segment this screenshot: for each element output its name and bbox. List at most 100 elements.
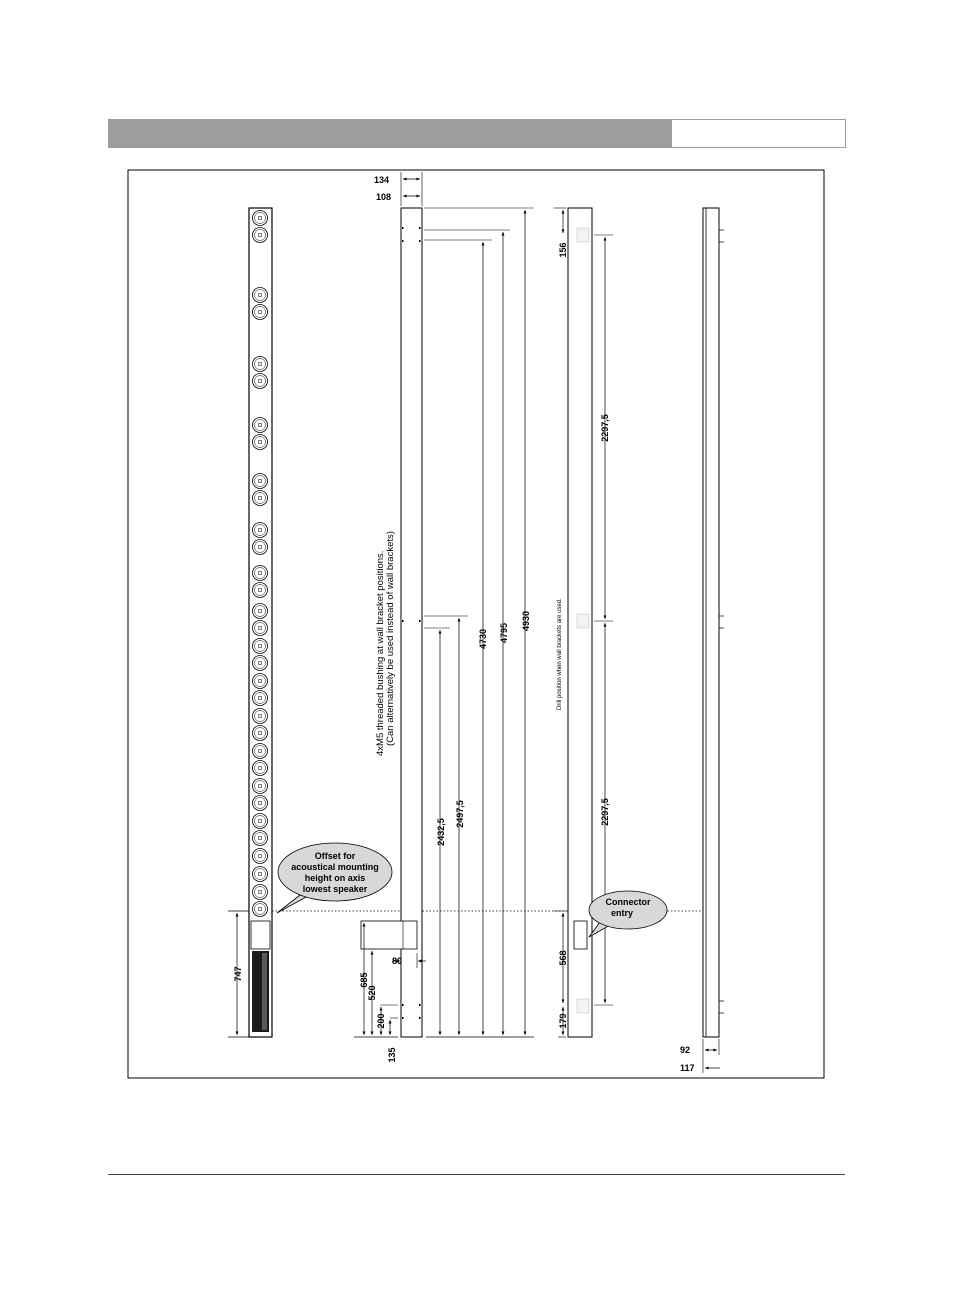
speaker-driver-center: [258, 479, 262, 483]
speaker-driver-ring: [254, 780, 266, 792]
column-profile-view: [702, 207, 720, 1038]
speaker-driver-ring: [254, 640, 266, 652]
speaker-driver-center: [258, 907, 262, 911]
speaker-driver-ring: [254, 492, 266, 504]
note-drill-position: Drill position when wall brackets are us…: [557, 598, 563, 710]
connector-entry-box: [573, 920, 588, 950]
speaker-driver-ring: [254, 475, 266, 487]
speaker-driver-ring: [254, 903, 266, 915]
drawing-frame: [127, 169, 825, 1079]
speaker-driver-center: [258, 233, 262, 237]
speaker-driver-center: [258, 890, 262, 894]
speaker-driver-center: [258, 749, 262, 753]
dim-117: 117: [680, 1063, 695, 1073]
footer-rule: [108, 1174, 845, 1175]
speaker-driver-ring: [254, 584, 266, 596]
speaker-driver-center: [258, 423, 262, 427]
dim-568: 568: [558, 950, 568, 965]
speaker-driver-center: [258, 216, 262, 220]
note-threaded-bushing: 4xM5 threaded bushing at wall bracket po…: [375, 551, 386, 756]
speaker-driver-ring: [254, 692, 266, 704]
dim-134: 134: [374, 175, 389, 185]
speaker-driver-ring: [254, 762, 266, 774]
speaker-driver-ring: [254, 524, 266, 536]
speaker-driver-center: [258, 731, 262, 735]
speaker-driver-ring: [254, 886, 266, 898]
speaker-driver-center: [258, 644, 262, 648]
speaker-driver-ring: [254, 745, 266, 757]
speaker-driver-ring: [254, 832, 266, 844]
dim-685: 685: [359, 972, 369, 987]
speaker-driver-center: [258, 626, 262, 630]
speaker-driver-center: [258, 836, 262, 840]
dim-92: 92: [680, 1045, 690, 1055]
speaker-group: [252, 210, 268, 917]
speaker-driver-ring: [254, 850, 266, 862]
speaker-driver-center: [258, 609, 262, 613]
connector-callout: [588, 890, 668, 930]
speaker-driver-ring: [254, 657, 266, 669]
speaker-driver-ring: [254, 567, 266, 579]
speaker-driver-ring: [254, 358, 266, 370]
dim-200: 200: [376, 1013, 386, 1028]
speaker-driver-ring: [254, 727, 266, 739]
speaker-driver-center: [258, 819, 262, 823]
speaker-driver-center: [258, 661, 262, 665]
dim-135: 135: [387, 1047, 397, 1062]
offset-callout: [277, 842, 393, 902]
speaker-driver-center: [258, 679, 262, 683]
offset-callout-line-4: lowest speaker: [303, 884, 368, 894]
connector-callout-line-2: entry: [611, 908, 633, 918]
speaker-driver-ring: [254, 605, 266, 617]
speaker-driver-center: [258, 310, 262, 314]
speaker-driver-ring: [254, 797, 266, 809]
header-box: [671, 119, 846, 148]
dim-520: 520: [367, 985, 377, 1000]
dim-156: 156: [558, 242, 568, 257]
dim-4795: 4795: [499, 623, 509, 643]
speaker-driver-ring: [254, 289, 266, 301]
speaker-driver-ring: [254, 541, 266, 553]
speaker-driver-center: [258, 362, 262, 366]
speaker-driver-center: [258, 440, 262, 444]
wall-bracket: [360, 920, 418, 950]
speaker-driver-ring: [254, 306, 266, 318]
speaker-driver-ring: [254, 815, 266, 827]
speaker-driver-ring: [254, 868, 266, 880]
dim-2297a: 2297,5: [600, 414, 610, 442]
grille-highlight: [262, 953, 267, 1030]
speaker-driver-ring: [254, 375, 266, 387]
column-side-view: [400, 207, 423, 1038]
connector-callout-line-1: Connector: [606, 897, 651, 907]
speaker-driver-ring: [254, 675, 266, 687]
dim-179: 179: [558, 1013, 568, 1028]
header-bar: [108, 119, 671, 148]
speaker-driver-ring: [254, 229, 266, 241]
speaker-driver-ring: [254, 436, 266, 448]
speaker-driver-center: [258, 801, 262, 805]
note-alternative-use: (Can alternatively be used instead of wa…: [385, 531, 396, 746]
speaker-driver-ring: [254, 710, 266, 722]
speaker-driver-center: [258, 293, 262, 297]
connector-panel: [250, 920, 271, 950]
speaker-driver-center: [258, 854, 262, 858]
speaker-driver-center: [258, 528, 262, 532]
speaker-driver-ring: [254, 212, 266, 224]
dim-2432: 2432,5: [436, 818, 446, 846]
speaker-driver-center: [258, 714, 262, 718]
speaker-driver-ring: [254, 622, 266, 634]
dim-4730: 4730: [478, 629, 488, 649]
dim-2497: 2497,5: [455, 800, 465, 828]
offset-callout-line-1: Offset for: [315, 851, 356, 861]
speaker-driver-center: [258, 872, 262, 876]
dim-747: 747: [233, 966, 243, 981]
dim-80: 80: [392, 956, 402, 966]
offset-callout-line-3: height on axis: [305, 873, 366, 883]
speaker-driver-center: [258, 784, 262, 788]
speaker-driver-center: [258, 496, 262, 500]
dim-2297b: 2297,5: [600, 798, 610, 826]
speaker-driver-center: [258, 545, 262, 549]
speaker-driver-center: [258, 588, 262, 592]
speaker-driver-center: [258, 379, 262, 383]
